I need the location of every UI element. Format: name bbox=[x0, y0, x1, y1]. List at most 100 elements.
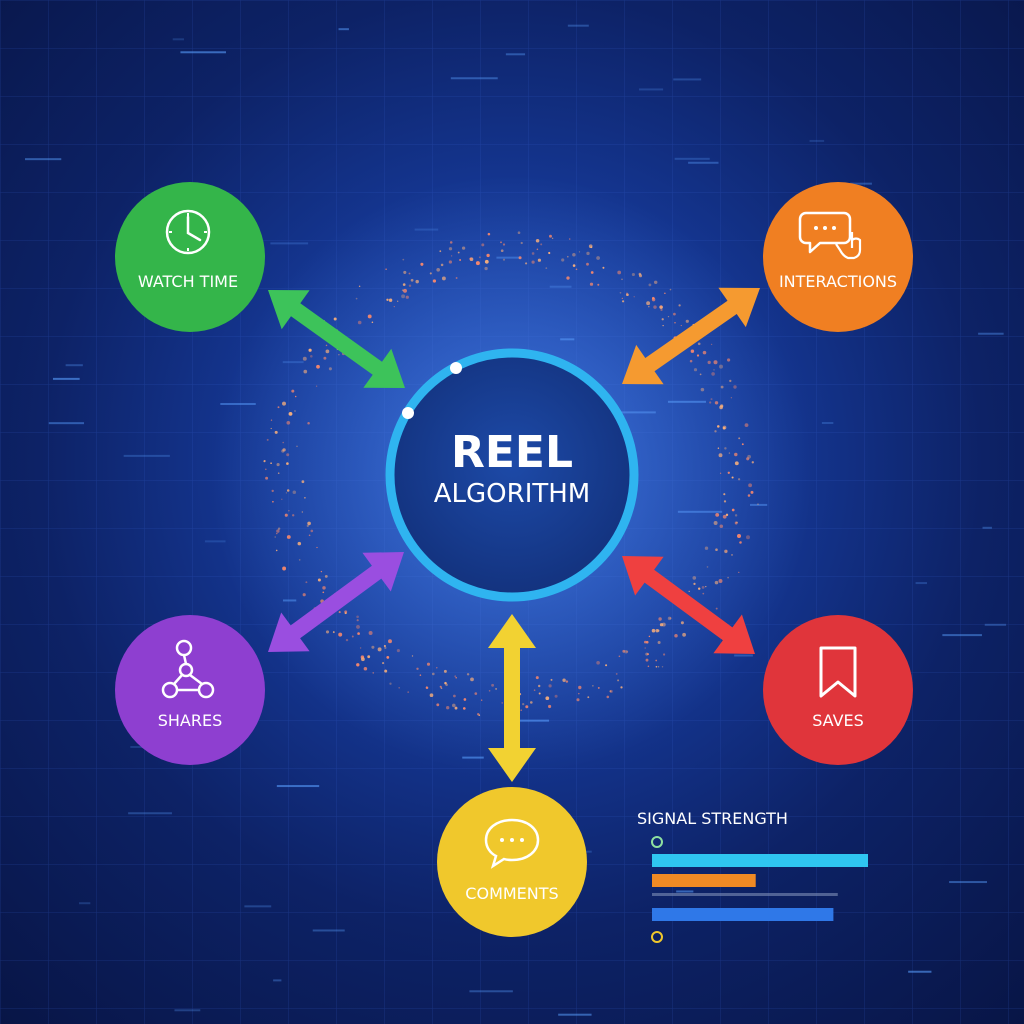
particle bbox=[667, 616, 672, 621]
particle bbox=[731, 476, 734, 479]
particle bbox=[727, 471, 730, 474]
particle bbox=[733, 385, 737, 389]
particle bbox=[332, 631, 335, 633]
node-watch-time[interactable]: WATCH TIME bbox=[115, 182, 265, 332]
particle bbox=[655, 665, 658, 668]
node-label: INTERACTIONS bbox=[779, 272, 897, 291]
particle bbox=[550, 678, 553, 681]
particle bbox=[644, 640, 647, 644]
particle bbox=[586, 251, 590, 256]
streak bbox=[244, 905, 272, 908]
particle bbox=[737, 534, 741, 538]
node-label: COMMENTS bbox=[465, 884, 558, 903]
streak bbox=[128, 812, 172, 815]
particle bbox=[674, 633, 678, 638]
particle bbox=[298, 559, 301, 561]
particle bbox=[653, 305, 657, 309]
node-comments[interactable]: COMMENTS bbox=[437, 787, 587, 937]
particle bbox=[320, 570, 323, 573]
particle bbox=[575, 268, 578, 271]
particle bbox=[657, 665, 660, 668]
signal-track bbox=[652, 893, 838, 896]
particle bbox=[606, 695, 610, 699]
particle bbox=[525, 262, 528, 265]
particle bbox=[481, 699, 483, 701]
particle bbox=[648, 305, 650, 308]
particle bbox=[644, 647, 646, 649]
particle bbox=[667, 315, 670, 318]
particle bbox=[548, 684, 552, 688]
particle bbox=[701, 585, 705, 589]
particle bbox=[286, 489, 290, 492]
particle bbox=[425, 686, 429, 690]
streak bbox=[558, 1013, 592, 1016]
particle bbox=[724, 447, 727, 450]
particle bbox=[443, 669, 447, 673]
particle bbox=[617, 679, 620, 682]
particle bbox=[572, 252, 576, 257]
particle bbox=[531, 252, 535, 255]
particle bbox=[403, 270, 407, 274]
streak bbox=[982, 526, 992, 529]
particle bbox=[338, 611, 341, 614]
particle bbox=[525, 705, 529, 709]
particle bbox=[578, 251, 581, 253]
particle bbox=[470, 677, 474, 682]
particle bbox=[426, 662, 431, 666]
particle bbox=[351, 635, 354, 638]
particle bbox=[738, 437, 741, 440]
particle bbox=[277, 472, 280, 475]
streak bbox=[273, 979, 282, 982]
particle bbox=[520, 241, 523, 245]
particle bbox=[620, 686, 623, 689]
streak bbox=[674, 157, 710, 160]
particle bbox=[408, 284, 412, 288]
particle bbox=[648, 283, 652, 287]
particle bbox=[463, 698, 467, 701]
particle bbox=[661, 318, 664, 321]
particle bbox=[356, 624, 360, 629]
particle bbox=[700, 387, 705, 392]
particle bbox=[401, 294, 406, 299]
particle bbox=[746, 457, 750, 461]
particle bbox=[685, 319, 689, 323]
particle bbox=[567, 255, 569, 258]
particle bbox=[590, 271, 594, 274]
particle bbox=[332, 631, 335, 634]
arrow-saves bbox=[622, 556, 755, 654]
particle bbox=[660, 308, 663, 312]
particle bbox=[690, 349, 695, 353]
particle bbox=[728, 452, 731, 454]
particle bbox=[500, 241, 502, 244]
particle bbox=[276, 532, 278, 535]
particle bbox=[617, 270, 622, 275]
particle bbox=[266, 438, 269, 441]
node-interactions[interactable]: INTERACTIONS bbox=[763, 182, 913, 332]
particle bbox=[693, 368, 698, 372]
particle bbox=[727, 576, 729, 579]
particle bbox=[357, 320, 362, 325]
particle bbox=[475, 261, 480, 266]
particle bbox=[454, 675, 456, 677]
particle bbox=[704, 546, 709, 550]
node-saves[interactable]: SAVES bbox=[763, 615, 913, 765]
signal-strength-title: SIGNAL STRENGTH bbox=[637, 809, 788, 828]
particle bbox=[367, 655, 371, 659]
particle bbox=[396, 649, 400, 653]
particle bbox=[459, 259, 462, 261]
node-label: SHARES bbox=[158, 711, 223, 730]
node-shares[interactable]: SHARES bbox=[115, 615, 265, 765]
particle bbox=[277, 527, 281, 530]
particle bbox=[264, 468, 267, 471]
particle bbox=[440, 687, 443, 689]
particle bbox=[439, 685, 442, 688]
particle bbox=[722, 514, 727, 519]
particle bbox=[669, 288, 672, 291]
particle bbox=[531, 260, 535, 264]
particle bbox=[282, 401, 286, 406]
particle bbox=[446, 706, 450, 710]
particle bbox=[578, 692, 580, 695]
particle bbox=[538, 692, 541, 695]
particle bbox=[562, 678, 566, 682]
particle bbox=[609, 689, 613, 693]
